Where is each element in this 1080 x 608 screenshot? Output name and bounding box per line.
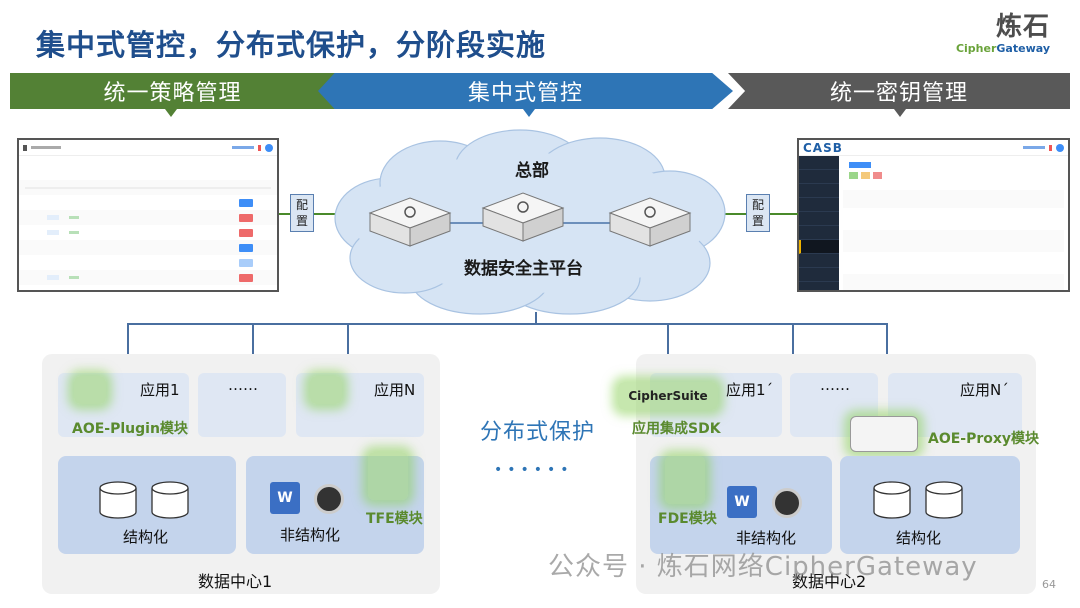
app-label: 应用N´ — [960, 381, 1009, 399]
hq-label: 总部 — [515, 161, 549, 181]
app-label: 应用1´ — [726, 381, 774, 399]
casb-logo: CASB — [803, 140, 843, 155]
word-doc-icon: W — [727, 486, 757, 518]
tree-line — [792, 323, 794, 355]
tree-line — [127, 323, 129, 355]
hq-cloud — [334, 129, 726, 315]
table-row — [19, 210, 277, 225]
structured-storage — [58, 456, 236, 554]
table-header — [19, 180, 277, 195]
unstructured-label: 非结构化 — [280, 526, 341, 544]
fde-icon — [665, 456, 705, 504]
screenshot-topbar — [19, 140, 277, 156]
word-doc-icon: W — [270, 482, 300, 514]
platform-label: 数据安全主平台 — [464, 259, 583, 279]
tree-line — [127, 323, 887, 325]
app-label: …… — [820, 376, 850, 394]
banner-centralized-control: 集中式管控 — [318, 73, 733, 109]
gateway-device-3 — [608, 197, 692, 247]
tree-line — [535, 312, 537, 324]
table-row — [19, 255, 277, 270]
app-box-ellipsis — [198, 373, 286, 437]
gateway-device-2 — [481, 192, 565, 242]
logo-en: CipherGateway — [955, 42, 1050, 55]
tfe-label: TFE模块 — [366, 511, 423, 527]
config-box-right: 配置 — [746, 194, 770, 232]
table-row — [19, 195, 277, 210]
structured-label: 结构化 — [123, 528, 169, 546]
plugin-icon — [74, 376, 106, 404]
app-label: …… — [228, 376, 258, 394]
connector-line — [279, 213, 291, 215]
ellipsis-dots: •••••• — [494, 462, 574, 478]
screenshot-topbar: CASB — [799, 140, 1068, 156]
casb-sidebar — [799, 156, 839, 290]
gateway-device-1 — [368, 197, 452, 247]
config-box-left: 配置 — [290, 194, 314, 232]
database-icon — [99, 481, 189, 519]
key-management-screenshot: CASB — [797, 138, 1070, 292]
table-row — [19, 225, 277, 240]
connector-line — [770, 213, 798, 215]
page-title: 集中式管控，分布式保护，分阶段实施 — [36, 28, 547, 62]
table-row — [19, 270, 277, 285]
banner-pointer — [165, 109, 177, 117]
connector-line — [314, 213, 350, 215]
table-row — [19, 240, 277, 255]
structured-label: 结构化 — [896, 529, 942, 547]
aoe-plugin-label: AOE-Plugin模块 — [72, 421, 188, 437]
page-number: 64 — [1042, 578, 1056, 591]
plugin-icon — [310, 376, 342, 404]
tfe-icon — [368, 452, 408, 500]
ciphersuite-box: CipherSuite — [618, 382, 718, 410]
logo-cn: 炼石 — [995, 12, 1050, 42]
data-center-2-label: 数据中心2 — [792, 572, 867, 591]
fde-label: FDE模块 — [658, 511, 717, 527]
banner-unified-policy: 统一策略管理 — [10, 73, 335, 109]
connector-line — [715, 213, 747, 215]
tree-line — [886, 323, 888, 355]
tree-line — [252, 323, 254, 355]
banner-pointer — [523, 109, 535, 117]
watermark: 公众号 · 炼石网络CipherGateway — [548, 552, 978, 582]
policy-management-screenshot — [17, 138, 279, 292]
unstructured-label: 非结构化 — [736, 529, 797, 547]
tree-line — [347, 323, 349, 355]
video-icon — [314, 484, 344, 514]
aoe-proxy-device-icon — [850, 416, 918, 452]
database-icon — [873, 481, 963, 519]
tree-line — [667, 323, 669, 355]
aoe-proxy-label: AOE-Proxy模块 — [928, 431, 1040, 447]
data-center-1-label: 数据中心1 — [198, 572, 273, 591]
company-logo: 炼石 CipherGateway — [956, 12, 1050, 56]
app-label: 应用N — [374, 381, 416, 399]
app-label: 应用1 — [140, 381, 180, 399]
banner-pointer — [894, 109, 906, 117]
video-icon — [772, 488, 802, 518]
sdk-label: 应用集成SDK — [632, 421, 721, 437]
distributed-protection-label: 分布式保护 — [480, 420, 596, 445]
banner-unified-key: 统一密钥管理 — [728, 73, 1070, 109]
